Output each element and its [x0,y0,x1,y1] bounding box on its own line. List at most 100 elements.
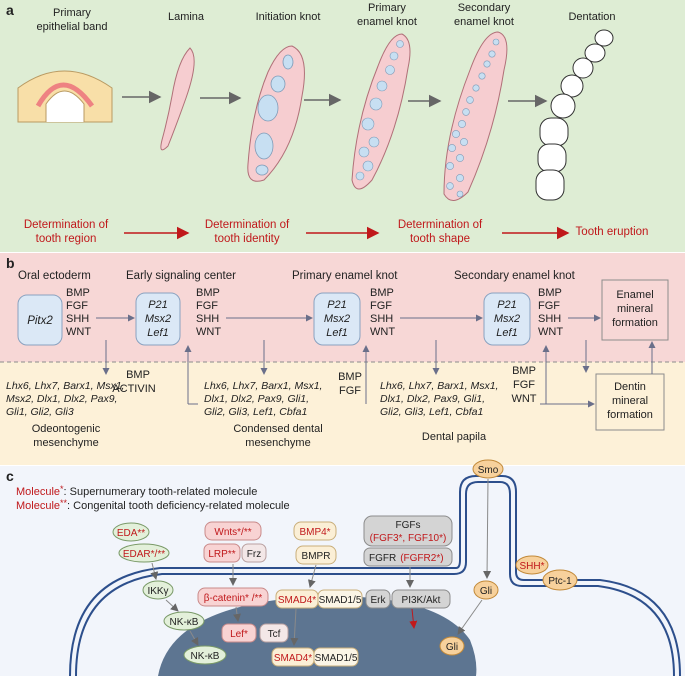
gli-label: Gli [480,586,492,597]
mesenchyme-genes-1: Lhx6, Lhx7, Barx1, Msx1, Msx2, Dlx1, Dlx… [6,380,124,418]
erk-label: Erk [371,595,387,606]
gene-p21-1: P21 [148,299,168,311]
svg-text:SHH: SHH [538,313,561,325]
bmp4-node [293,521,337,541]
enamel-label-1: Enamel [616,289,653,301]
determination-region-1: Determination of [24,219,109,231]
mes1-label-2: mesenchyme [33,437,98,449]
bmpr-label: BMPR [302,551,331,562]
svg-text:BMP: BMP [196,287,220,299]
dentin-label-1: Dentin [614,381,646,393]
gene-p21-2: P21 [327,299,347,311]
legend-supernumerary: Molecule*: Supernumerary tooth-related m… [16,484,257,498]
gene-p21-3: P21 [497,299,517,311]
svg-text:Lhx6, Lhx7, Barx1, Msx1,: Lhx6, Lhx7, Barx1, Msx1, [380,380,498,392]
smad15-nuc-node [313,647,359,667]
determination-identity-1: Determination of [205,219,290,231]
svg-text:WNT: WNT [196,326,221,338]
svg-text:SHH: SHH [196,313,219,325]
svg-text:BMP: BMP [66,287,90,299]
panel-a: a Primary epithelial band Lamina Initiat… [0,0,685,252]
enamel-label-2: mineral [617,303,653,315]
eda-label: EDA** [117,528,145,539]
svg-text:Lhx6, Lhx7, Barx1, Msx1,: Lhx6, Lhx7, Barx1, Msx1, [6,380,124,392]
header-primary-ek: Primary enamel knot [292,270,398,282]
sig-mid3-wnt: WNT [511,393,536,405]
mes3-label: Dental papila [422,431,487,443]
eda-node [112,522,150,542]
fgfr-node [363,547,453,567]
svg-text:Msx2, Dlx1, Dlx2, Pax9,: Msx2, Dlx1, Dlx2, Pax9, [6,393,117,405]
mes2-label-1: Condensed dental [233,423,322,435]
dentation-illustration [535,29,614,201]
stage-label-initiation: Initiation knot [256,11,321,23]
header-early-signaling: Early signaling center [126,270,236,282]
svg-text:WNT: WNT [370,326,395,338]
svg-text:Gli1, Gli2, Gli3: Gli1, Gli2, Gli3 [6,406,74,418]
early-signal-box [135,292,181,346]
primary-ek-box [313,292,361,346]
pi3k-label: PI3K/Akt [402,595,441,606]
pitx2-label: Pitx2 [27,315,53,327]
lef-node [221,623,257,643]
frz-node [241,543,267,563]
nfkb-top-label: NK-κB [170,617,199,628]
determination-shape-2: tooth shape [410,233,470,245]
primary-enamel-knot-illustration [351,33,411,190]
header-secondary-ek: Secondary enamel knot [454,270,576,282]
stage-label-primary-ek-1: Primary [368,2,406,14]
bmp4-label: BMP4* [299,527,330,538]
enamel-box [601,279,669,341]
sig-mid3-fgf: FGF [513,379,535,391]
svg-text:SHH: SHH [66,313,89,325]
sig-mid3-bmp: BMP [512,365,536,377]
smad4-label: SMAD4* [278,595,316,606]
pi3k-node [391,589,451,609]
stage-label-secondary-ek-2: enamel knot [454,16,514,28]
panel-c-arrows [150,478,492,646]
signals-3: BMP FGF SHH WNT [370,287,395,338]
svg-text:FGF: FGF [370,300,392,312]
signals-1: BMP FGF SHH WNT [66,287,91,338]
sig-mid1-activin: ACTIVIN [112,383,155,395]
determination-region-2: tooth region [36,233,97,245]
wnts-node [204,521,262,541]
gli-node [473,580,499,600]
determination-shape-1: Determination of [398,219,483,231]
dentin-label-2: mineral [612,395,648,407]
panel-c: c Molecule*: Supernumerary tooth-related… [0,459,685,676]
mesenchyme-genes-2: Lhx6, Lhx7, Barx1, Msx1, Dlx1, Dlx2, Pax… [204,380,322,418]
determination-eruption: Tooth eruption [576,226,649,238]
smad15-label: SMAD1/5 [319,595,362,606]
determination-identity-2: tooth identity [214,233,279,245]
gene-lef1-2: Lef1 [326,327,347,339]
ptc-node [542,569,578,591]
epithelial-band-illustration [17,70,113,123]
mes2-label-2: mesenchyme [245,437,310,449]
panel-b-arrows [96,314,656,408]
svg-text:BMP: BMP [538,287,562,299]
svg-text:FGF: FGF [538,300,560,312]
smad15-nuc-label: SMAD1/5 [315,653,358,664]
fgfs-sub-label: (FGF3*, FGF10*) [370,533,447,544]
svg-text:BMP: BMP [370,287,394,299]
svg-text:Dlx1, Dlx2, Pax9, Gli1,: Dlx1, Dlx2, Pax9, Gli1, [380,393,485,405]
panel-a-letter: a [6,2,14,18]
edar-node [118,543,170,563]
stage-label-primary: Primary [53,7,91,19]
stage-label-epithelial: epithelial band [37,21,108,33]
stage-arrows [122,90,548,108]
nfkb-nuc-label: NK-κB [191,651,220,662]
frz-label: Frz [247,549,261,560]
lrp-label: LRP** [208,549,235,560]
smo-label: Smo [478,465,499,476]
stage-label-primary-ek-2: enamel knot [357,16,417,28]
ptc-label: Ptc-1 [548,576,572,587]
lef-label: Lef* [230,629,248,640]
stage-label-dentation: Dentation [568,11,615,23]
gli-nuc-node [439,636,465,656]
secondary-enamel-knot-illustration [443,31,508,201]
ikk-label: IKKγ [147,586,168,597]
pitx2-box [17,294,63,346]
sig-mid2-bmp: BMP [338,371,362,383]
